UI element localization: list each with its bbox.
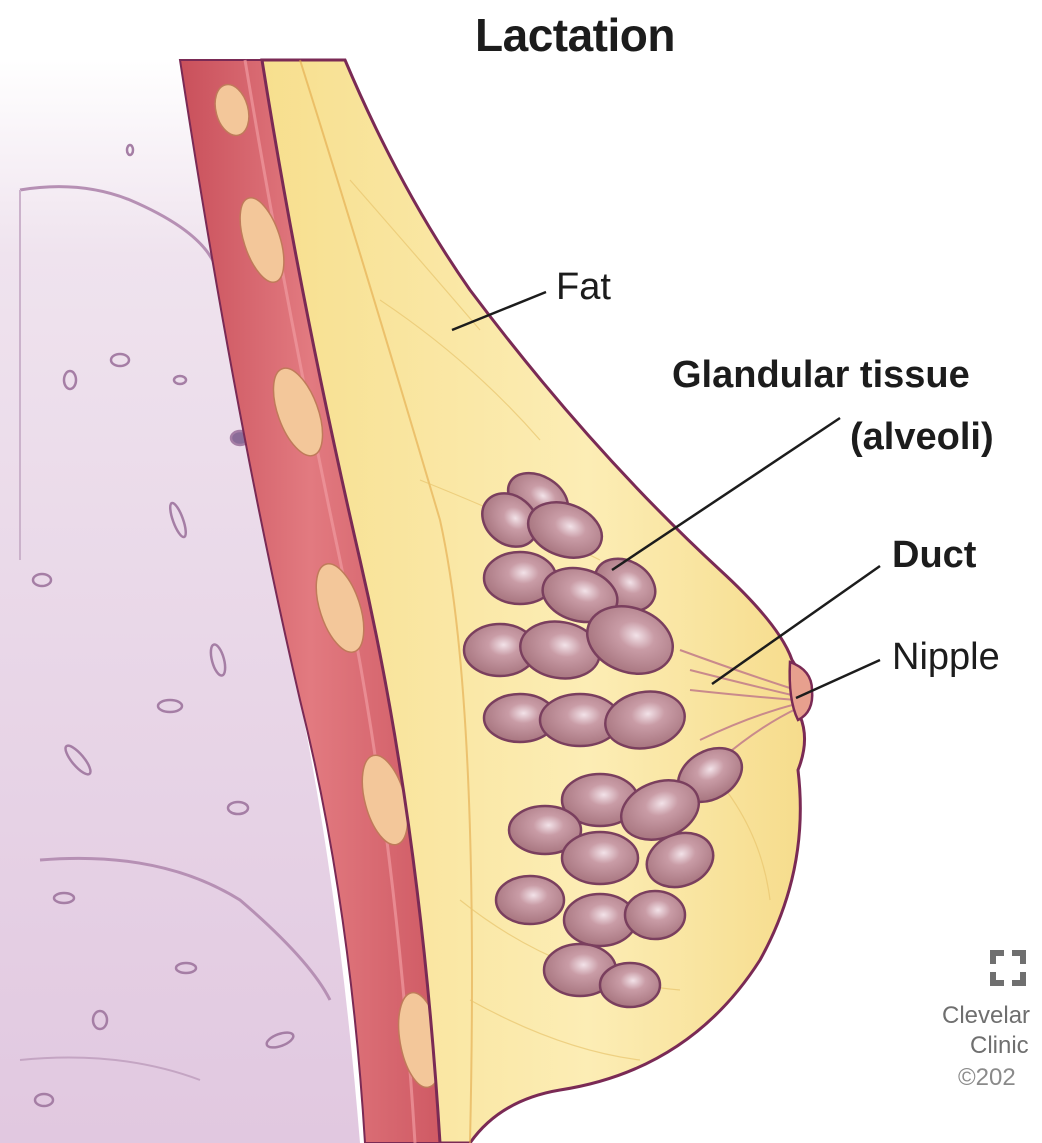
label-glandular-tissue: Glandular tissue — [672, 356, 970, 394]
label-fat: Fat — [556, 268, 611, 306]
leader-line-glandular — [612, 418, 840, 570]
diagram-title: Lactation — [0, 8, 1042, 62]
logo-name-line1: Clevelar — [942, 1004, 1030, 1028]
cleveland-clinic-logo-icon — [988, 948, 1028, 988]
label-duct: Duct — [892, 536, 976, 574]
logo-name-line2: Clinic — [970, 1034, 1029, 1058]
label-nipple: Nipple — [892, 638, 1000, 676]
label-alveoli: (alveoli) — [850, 418, 994, 456]
copyright-notice: ©202 — [958, 1066, 1016, 1090]
